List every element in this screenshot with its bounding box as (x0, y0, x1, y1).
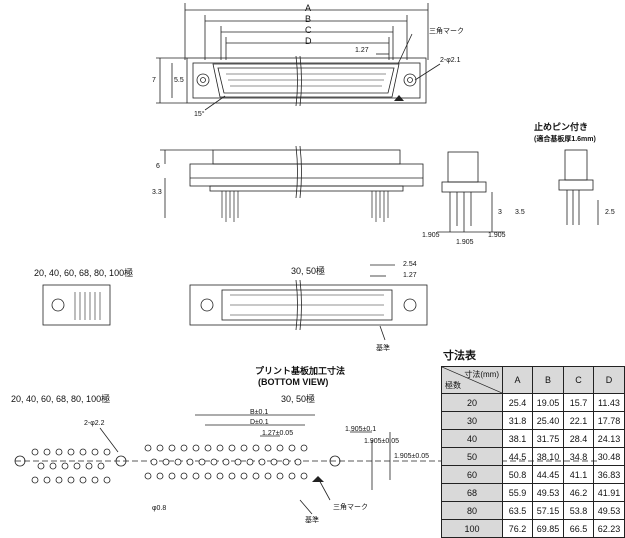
table-cell: 76.2 (502, 519, 533, 538)
dim-33-label: 3.3 (152, 189, 162, 196)
col-header-a: A (502, 366, 533, 394)
table-cell: 44.45 (531, 465, 564, 484)
table-cell: 68 (441, 483, 503, 502)
table-cell: 17.78 (592, 411, 625, 430)
pcb-label-small: 20, 40, 60, 68, 80, 100極 (11, 394, 111, 404)
dim-3-label: 3 (498, 209, 502, 216)
header-diagonal (442, 367, 502, 393)
dim-35-label: 3.5 (515, 209, 525, 216)
pcb-label-large: 30, 50極 (281, 394, 316, 404)
table-cell: 69.85 (531, 519, 564, 538)
table-header-corner: 寸法(mm) 極数 (441, 366, 503, 394)
table-cell: 46.2 (562, 483, 594, 502)
table-cell: 38.1 (502, 429, 533, 448)
table-cell: 60 (441, 465, 503, 484)
dim-25-label: 2.5 (605, 209, 615, 216)
dim-d-label: D (305, 36, 312, 46)
dim-7-label: 7 (152, 77, 156, 84)
datum-label-bottom: 基準 (376, 345, 390, 352)
table-cell: 66.5 (562, 519, 594, 538)
table-header-row: 寸法(mm) 極数 A B C D (441, 366, 625, 394)
table-cell: 25.4 (502, 393, 533, 412)
table-cell: 49.53 (531, 483, 564, 502)
table-cell: 50 (441, 447, 503, 466)
table-title: 寸法表 (443, 350, 476, 362)
pcb-dim-d: D±0.1 (250, 419, 269, 426)
table-cell: 22.1 (562, 411, 594, 430)
table-cell: 44.5 (502, 447, 533, 466)
table-cell: 11.43 (592, 393, 625, 412)
dim-1905-b: 1.905 (456, 239, 474, 246)
table-cell: 40 (441, 429, 503, 448)
table-cell: 36.83 (592, 465, 625, 484)
pitch-label: 1.27 (355, 47, 369, 54)
header-poles-label: 極数 (445, 381, 461, 390)
dim-a-label: A (305, 3, 312, 13)
dim-1905-c: 1.905 (488, 232, 506, 239)
hole-small-label: φ0.8 (152, 505, 167, 512)
col-header-d: D (592, 366, 625, 394)
table-cell: 31.75 (531, 429, 564, 448)
pcb-dim-b: B±0.1 (250, 409, 269, 416)
header-dim-label: 寸法(mm) (464, 370, 499, 379)
dim-254-label: 2.54 (403, 261, 417, 268)
table-cell: 55.9 (502, 483, 533, 502)
pcb-dim-1905-c: 1.905±0.05 (394, 453, 429, 460)
table-cell: 31.8 (502, 411, 533, 430)
pcb-dim-1905-b: 1.905±0.05 (364, 438, 399, 445)
table-cell: 30.48 (592, 447, 625, 466)
table-cell: 28.4 (562, 429, 594, 448)
col-header-c: C (562, 366, 594, 394)
dim-b-label: B (305, 14, 312, 24)
table-cell: 100 (441, 519, 503, 538)
table-cell: 80 (441, 501, 503, 520)
table-cell: 63.5 (502, 501, 533, 520)
dim-c-label: C (305, 25, 312, 35)
mark-label-top: 三角マーク (429, 28, 464, 35)
pcb-mark-label: 三角マーク (333, 504, 368, 511)
table-cell: 15.7 (562, 393, 594, 412)
pcb-dim-1905-a: 1.905±0.1 (345, 426, 377, 433)
pin-callout-title: 止めピン付き (534, 122, 589, 132)
pcb-datum-label: 基準 (305, 517, 319, 524)
table-cell: 41.91 (592, 483, 625, 502)
table-cell: 20 (441, 393, 503, 412)
col-header-b: B (531, 366, 564, 394)
table-cell: 34.8 (562, 447, 594, 466)
dim-1905-a: 1.905 (422, 232, 440, 239)
table-cell: 30 (441, 411, 503, 430)
dim-55-label: 5.5 (174, 77, 184, 84)
table-cell: 50.8 (502, 465, 533, 484)
table-cell: 53.8 (562, 501, 594, 520)
table-cell: 49.53 (592, 501, 625, 520)
bottom-label-large: 30, 50極 (291, 266, 326, 276)
hole-big-label: 2-φ2.2 (84, 420, 105, 427)
dim-127-bottom: 1.27 (403, 272, 417, 279)
pcb-subtitle: (BOTTOM VIEW) (258, 377, 329, 387)
table-cell: 57.15 (531, 501, 564, 520)
hole-label-top: 2-φ2.1 (440, 57, 461, 64)
pcb-dim-127: 1.27±0.05 (262, 430, 294, 437)
angle-label: 15° (194, 111, 205, 118)
table-cell: 41.1 (562, 465, 594, 484)
pcb-title: プリント基板加工寸法 (255, 366, 346, 376)
table-cell: 24.13 (592, 429, 625, 448)
bottom-label-small: 20, 40, 60, 68, 80, 100極 (34, 268, 134, 278)
dim-6-label: 6 (156, 163, 160, 170)
table-cell: 25.40 (531, 411, 564, 430)
table-cell: 19.05 (531, 393, 564, 412)
pin-callout-sub: (適合基板厚1.6mm) (534, 136, 596, 143)
table-cell: 62.23 (592, 519, 625, 538)
table-cell: 38.10 (531, 447, 564, 466)
